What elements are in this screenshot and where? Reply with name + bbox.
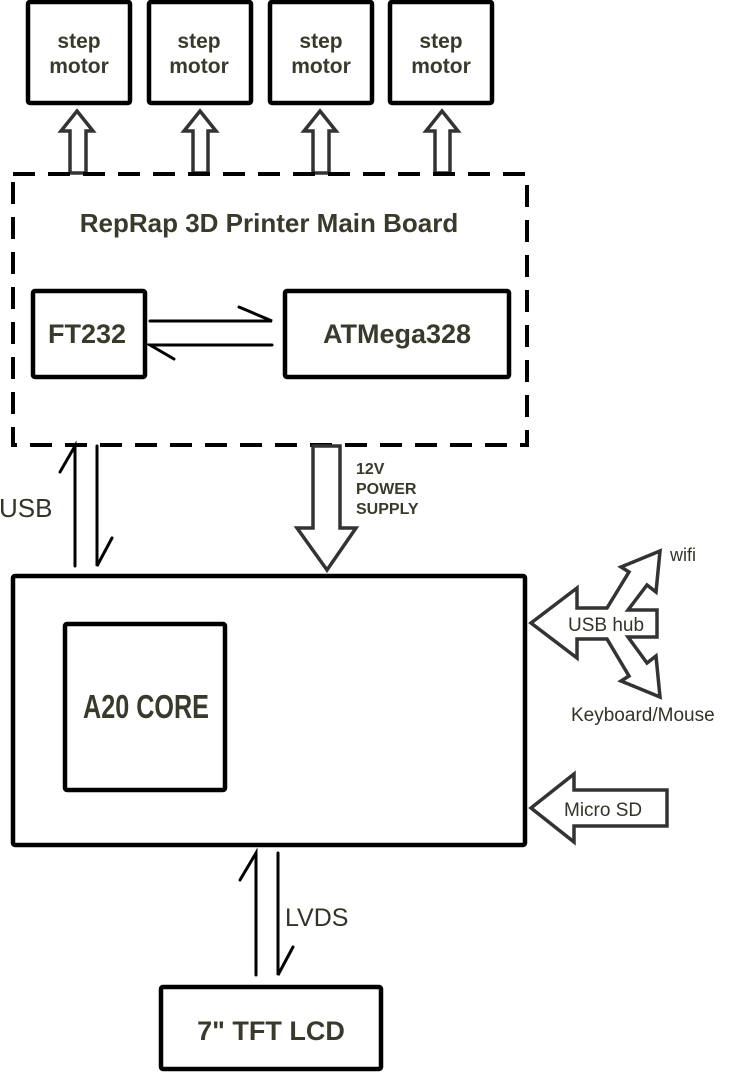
keyboard-mouse-label: Keyboard/Mouse (571, 705, 715, 726)
micro-sd-arrow-icon (528, 770, 669, 846)
step-motor-2: step motor (146, 0, 254, 106)
main-board-outline (11, 172, 529, 447)
ft232-chip: FT232 (30, 288, 148, 380)
step-motor-4: step motor (387, 0, 495, 106)
tft-lcd-display: 7" TFT LCD (158, 984, 384, 1072)
motor-label-line1: step (419, 30, 462, 53)
atmega328-label: ATMega328 (323, 319, 471, 349)
ft232-label: FT232 (48, 319, 126, 349)
wifi-label: wifi (669, 545, 696, 565)
arrow-up-icon (422, 108, 462, 175)
serial-link-arrows (144, 305, 274, 361)
micro-sd-label: Micro SD (564, 800, 642, 821)
lvds-link-arrows (238, 847, 295, 977)
main-board-title: RepRap 3D Printer Main Board (80, 208, 459, 238)
motor-label-line2: motor (411, 55, 471, 78)
motor-label-line2: motor (49, 55, 109, 78)
usb-hub-label: USB hub (568, 615, 644, 636)
power-label-line2: POWER (356, 481, 417, 498)
motor-label-line2: motor (169, 55, 229, 78)
lvds-label: LVDS (285, 904, 348, 932)
atmega328-chip: ATMega328 (282, 288, 512, 380)
arrow-up-icon (180, 108, 220, 175)
arrow-down-icon (293, 444, 360, 574)
tft-lcd-label: 7" TFT LCD (197, 1016, 345, 1046)
a20-core-chip: A20 CORE (62, 621, 228, 793)
a20-core-label: A20 CORE (83, 688, 209, 725)
power-label-line3: SUPPLY (356, 501, 419, 518)
motor-label-line1: step (177, 30, 220, 53)
arrow-up-icon (57, 108, 97, 175)
motor-label-line1: step (57, 30, 100, 53)
usb-label: USB (0, 493, 52, 523)
usb-link-arrows (58, 440, 114, 568)
step-motor-3: step motor (267, 0, 375, 106)
power-label-line1: 12V (356, 461, 385, 478)
usb-hub-arrow-icon (528, 548, 663, 700)
motor-label-line1: step (299, 30, 342, 53)
motor-label-line2: motor (291, 55, 351, 78)
arrow-up-icon (300, 108, 340, 175)
step-motor-1: step motor (25, 0, 133, 106)
